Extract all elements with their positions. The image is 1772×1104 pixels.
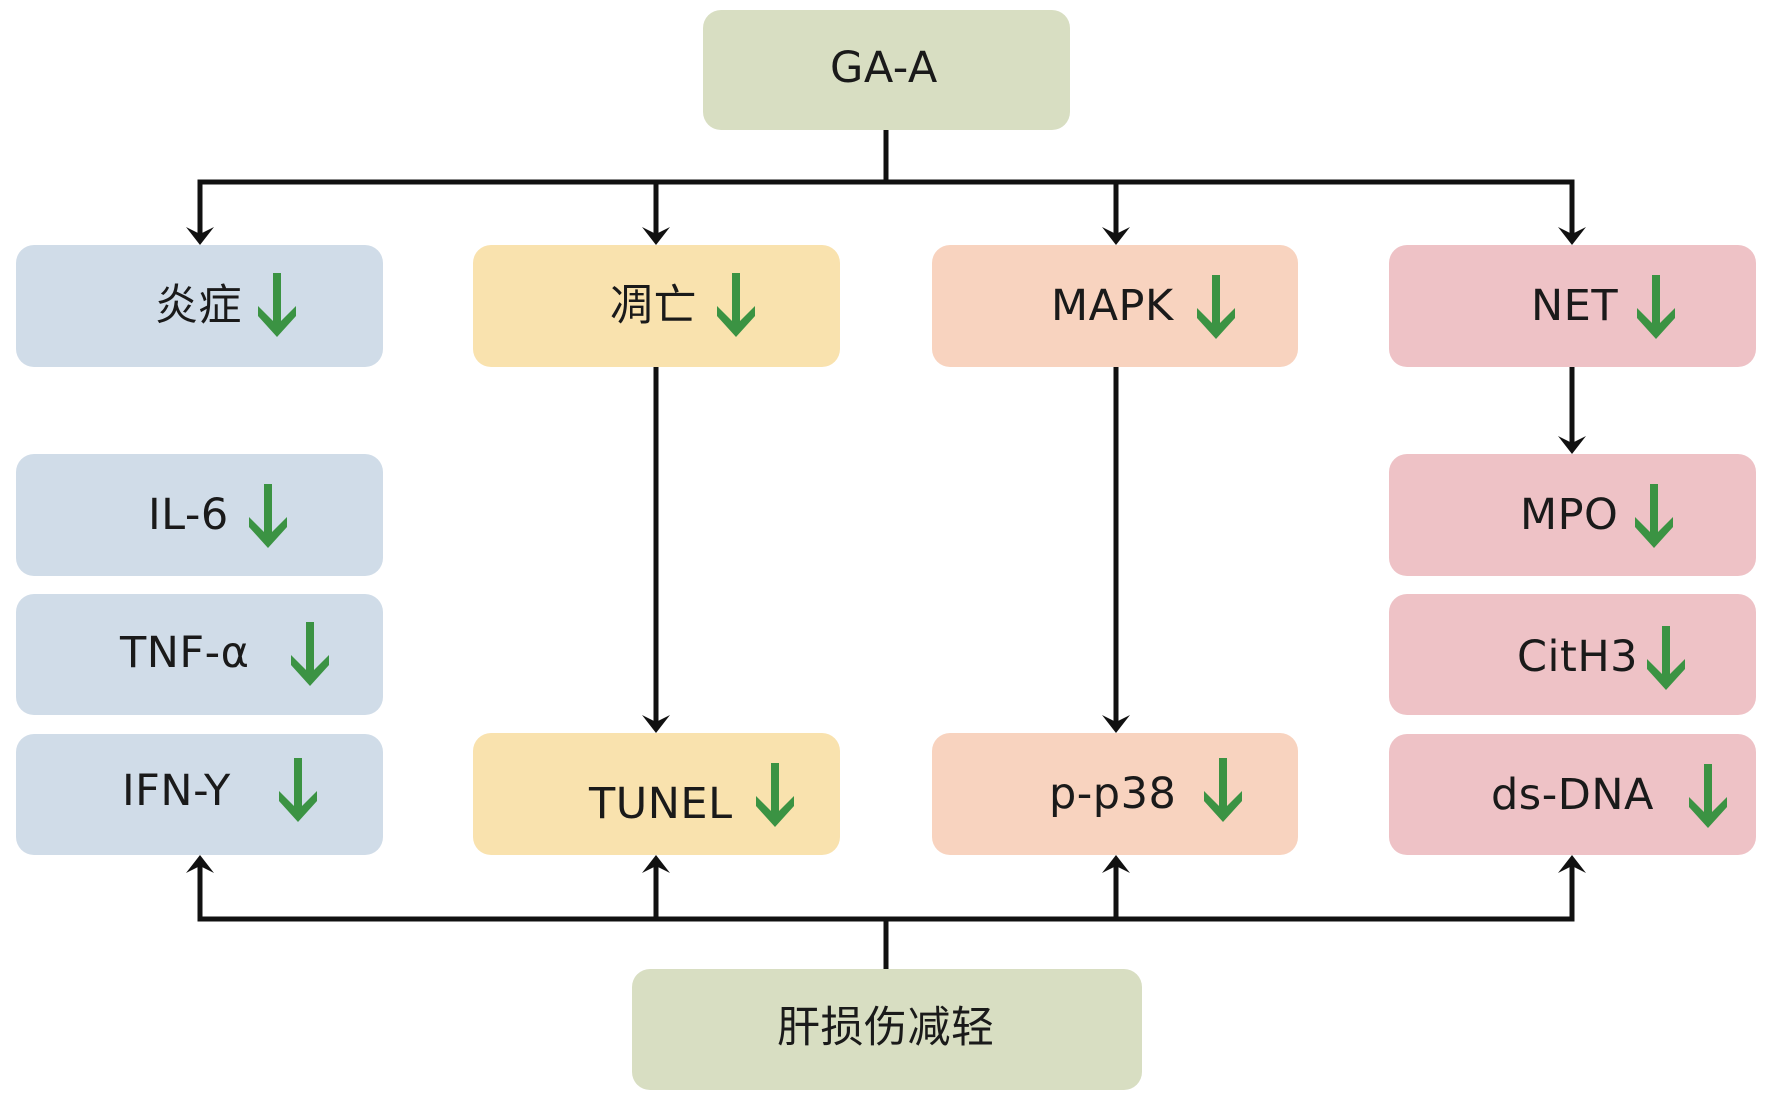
node-liver-injury-label: 肝损伤减轻: [777, 1003, 995, 1053]
node-ga-a: GA-A: [703, 10, 1070, 130]
marker-label: p-p38: [1049, 769, 1177, 819]
decrease-arrow-icon: [1647, 626, 1685, 690]
marker-il6: IL-6: [16, 454, 383, 576]
node-inflammation: 炎症: [16, 245, 383, 367]
marker-label: IL-6: [148, 490, 229, 540]
marker-mpo: MPO: [1389, 454, 1756, 576]
marker-label: CitH3: [1517, 632, 1639, 682]
marker-p-p38: p-p38: [932, 733, 1298, 855]
node-label: MAPK: [1051, 281, 1174, 331]
decrease-arrow-icon: [249, 484, 287, 548]
arrowhead-down: [642, 227, 670, 245]
arrowhead-down: [1102, 715, 1130, 733]
marker-label: TUNEL: [589, 779, 733, 829]
decrease-arrow-icon: [1204, 758, 1242, 822]
marker-tunel: TUNEL: [473, 733, 840, 855]
marker-ifn-y: IFN-Y: [16, 734, 383, 855]
node-mapk: MAPK: [932, 245, 1298, 367]
arrowhead-down: [1558, 227, 1586, 245]
node-liver-injury-reduced: 肝损伤减轻: [632, 969, 1142, 1090]
marker-ds-dna: ds-DNA: [1389, 734, 1756, 855]
arrowhead-down: [186, 227, 214, 245]
marker-cith3: CitH3: [1389, 594, 1756, 715]
marker-tnf-alpha: TNF-α: [16, 594, 383, 715]
decrease-arrow-icon: [279, 758, 317, 822]
arrowhead-up: [186, 855, 214, 873]
node-net: NET: [1389, 245, 1756, 367]
arrowhead-up: [642, 855, 670, 873]
decrease-arrow-icon: [756, 763, 794, 827]
arrowhead-down: [1102, 227, 1130, 245]
marker-label: ds-DNA: [1491, 770, 1654, 820]
marker-label: TNF-α: [120, 628, 250, 678]
decrease-arrow-icon: [1197, 275, 1235, 339]
arrowhead-up: [1558, 855, 1586, 873]
node-label: NET: [1531, 281, 1619, 331]
decrease-arrow-icon: [291, 622, 329, 686]
decrease-arrow-icon: [1637, 275, 1675, 339]
marker-label: MPO: [1520, 490, 1619, 540]
decrease-arrow-icon: [1635, 484, 1673, 548]
arrowhead-down: [1558, 436, 1586, 454]
node-apoptosis: 凋亡: [473, 245, 840, 367]
marker-label: IFN-Y: [122, 766, 231, 816]
node-label: 炎症: [155, 281, 242, 331]
node-label: 凋亡: [610, 281, 697, 331]
decrease-arrow-icon: [258, 273, 296, 337]
arrowhead-up: [1102, 855, 1130, 873]
arrowhead-down: [642, 715, 670, 733]
decrease-arrow-icon: [1689, 764, 1727, 828]
node-ga-a-label: GA-A: [830, 43, 938, 93]
decrease-arrow-icon: [717, 273, 755, 337]
